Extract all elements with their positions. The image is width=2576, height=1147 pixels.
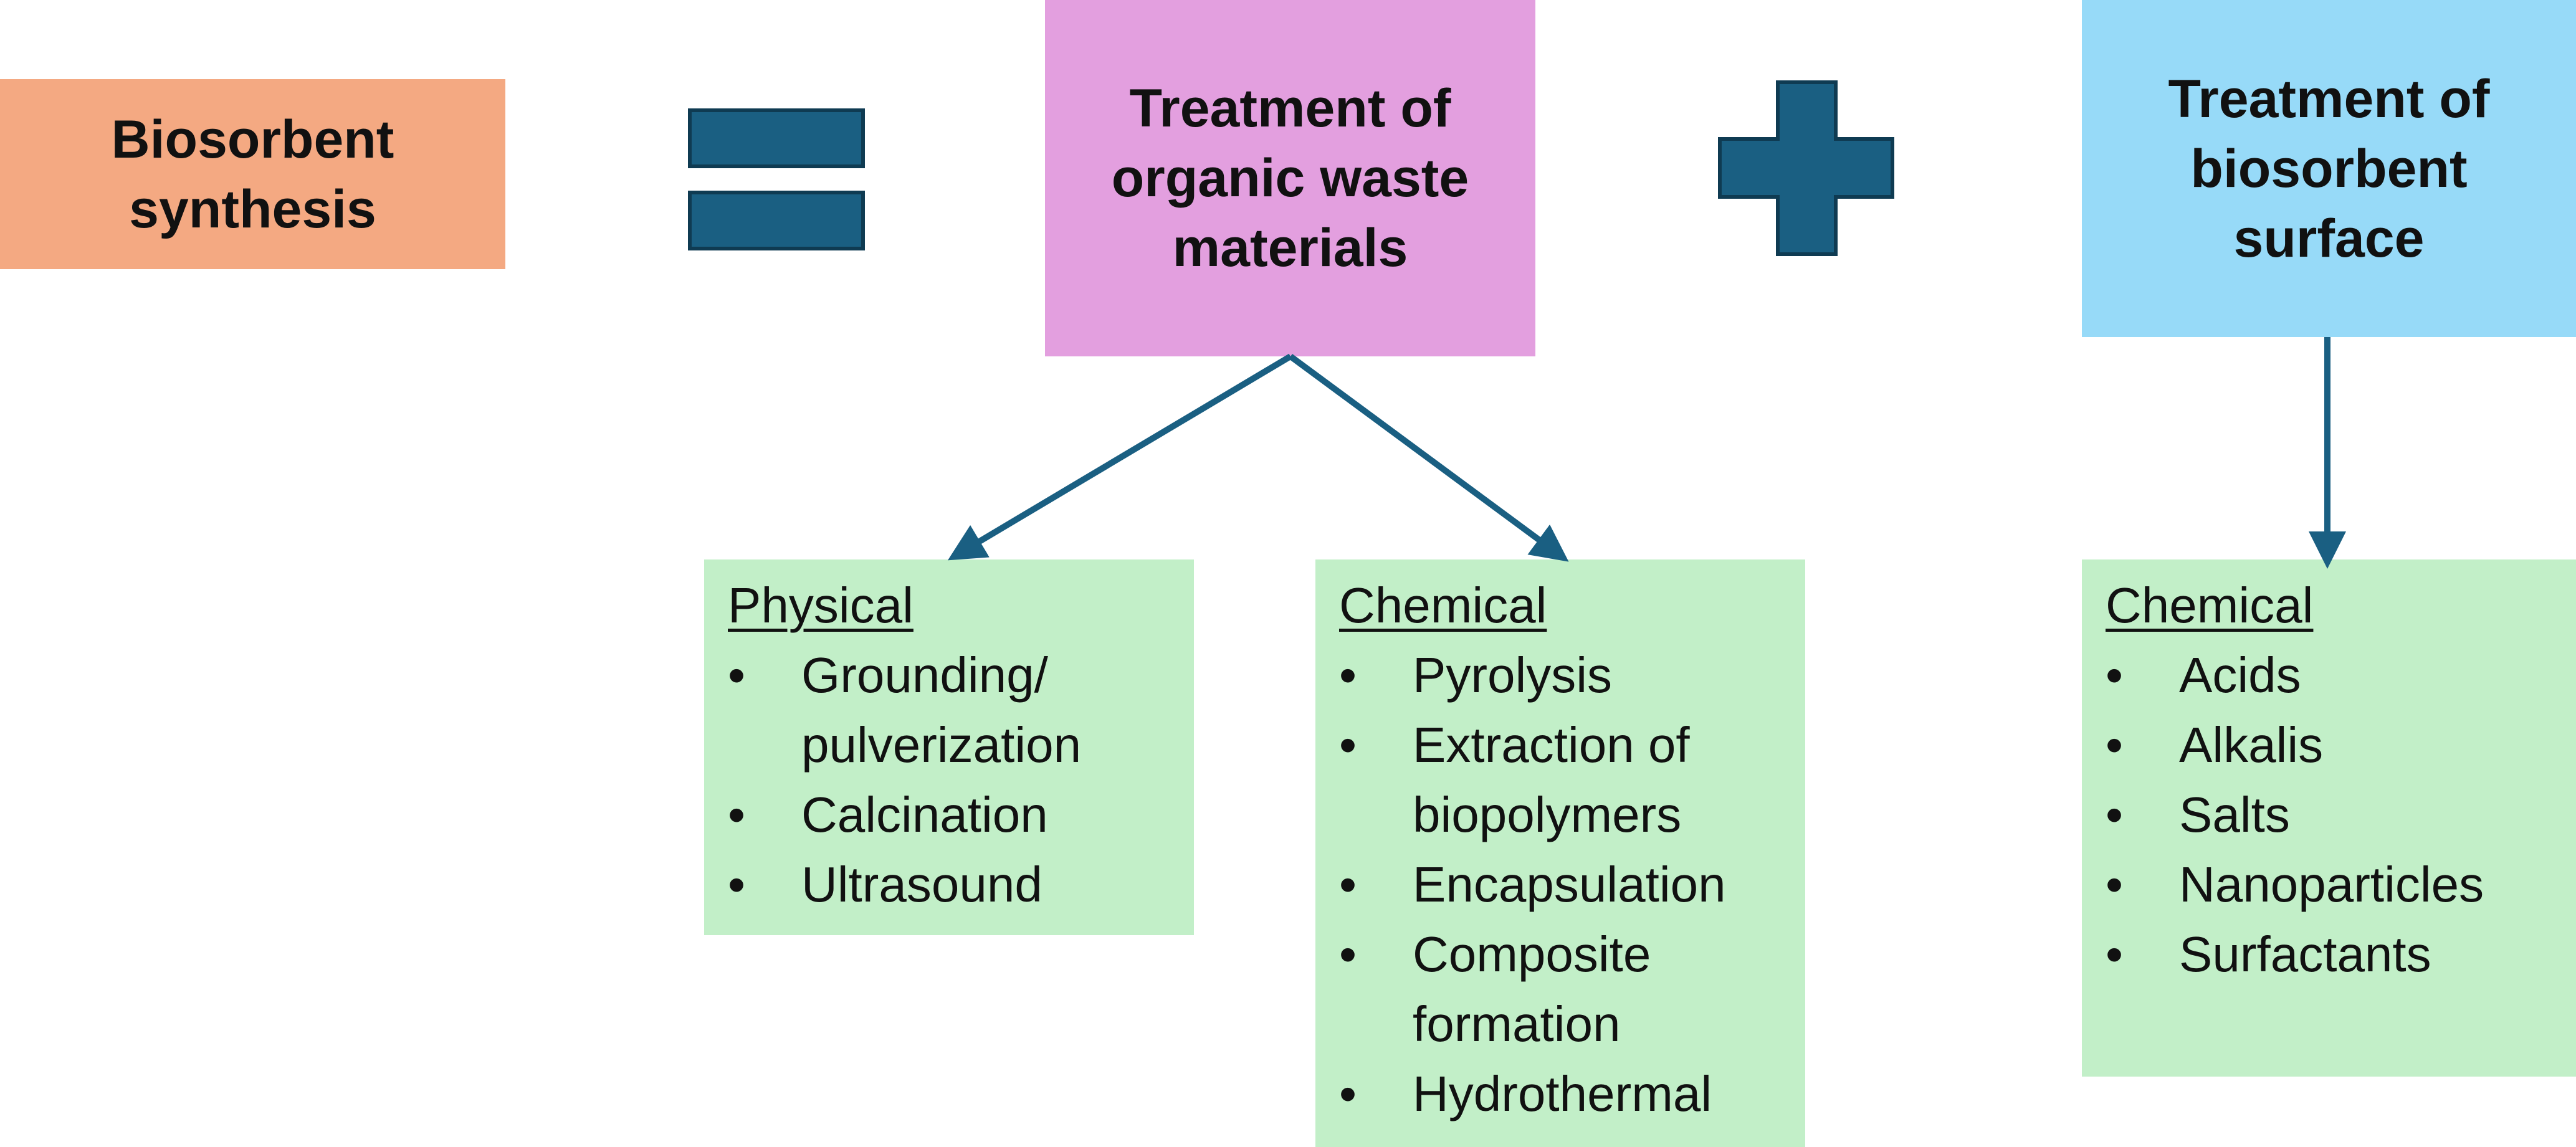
list-item: Hydrothermal [1339,1059,1805,1129]
list-item-line: Pyrolysis [1413,647,1613,703]
biosorbent-synthesis-line1: Biosorbent [111,109,394,169]
equals-icon [688,108,865,250]
list-item-line: Nanoparticles [2179,857,2484,912]
list-item: Surfactants [2106,920,2576,989]
surface-treatment-box: Treatment of biosorbent surface [2082,0,2576,337]
organic-waste-treatment-line2: organic waste [1111,148,1469,208]
list-item: Ultrasound [728,850,1194,920]
list-item: Salts [2106,780,2576,850]
physical-list: Grounding/ pulverization Calcination Ult… [728,640,1194,920]
list-item-line: pulverization [801,717,1082,773]
surface-chemical-list: Acids Alkalis Salts Nanoparticles Surfac… [2106,640,2576,989]
surface-treatment-label: Treatment of biosorbent surface [2168,64,2489,274]
physical-heading: Physical [728,578,914,633]
surface-treatment-line3: surface [2233,208,2425,269]
list-item-line: Calcination [801,787,1048,842]
list-item: Encapsulation [1339,850,1805,920]
list-item-line: Composite [1413,926,1651,982]
organic-waste-treatment-label: Treatment of organic waste materials [1112,74,1469,283]
organic-chemical-heading: Chemical [1339,578,1547,633]
list-item: Pyrolysis [1339,640,1805,710]
organic-waste-treatment-box: Treatment of organic waste materials [1045,0,1535,356]
list-item-line: Alkalis [2179,717,2324,773]
list-item: Extraction of biopolymers [1339,710,1805,850]
organic-waste-treatment-line1: Treatment of [1129,79,1451,138]
list-item: Nanoparticles [2106,850,2576,920]
organic-waste-treatment-line3: materials [1172,218,1408,278]
organic-chemical-methods-box: Chemical Pyrolysis Extraction of biopoly… [1315,559,1805,1147]
surface-chemical-methods-box: Chemical Acids Alkalis Salts Nanoparticl… [2082,559,2576,1077]
surface-treatment-line1: Treatment of [2168,69,2490,129]
list-item-line: Ultrasound [801,857,1042,912]
list-item: Grounding/ pulverization [728,640,1194,780]
biosorbent-synthesis-line2: synthesis [129,179,376,239]
surface-treatment-line2: biosorbent [2190,138,2468,199]
arrow-to-physical [947,353,1292,561]
list-item-line: Extraction of [1413,717,1690,773]
arrow-to-organic-chemical [1289,353,1569,562]
organic-chemical-list: Pyrolysis Extraction of biopolymers Enca… [1339,640,1805,1129]
list-item-line: Salts [2179,787,2290,842]
list-item-line: Acids [2179,647,2301,703]
list-item-line: biopolymers [1413,787,1682,842]
list-item-line: Hydrothermal [1413,1066,1712,1121]
list-item-line: Surfactants [2179,926,2431,982]
list-item: Alkalis [2106,710,2576,780]
biosorbent-synthesis-label: Biosorbent synthesis [112,105,394,244]
list-item-line: formation [1413,996,1621,1052]
surface-chemical-heading: Chemical [2106,578,2314,633]
list-item: Composite formation [1339,920,1805,1059]
physical-methods-box: Physical Grounding/ pulverization Calcin… [704,559,1194,935]
list-item: Acids [2106,640,2576,710]
list-item-line: Grounding/ [801,647,1048,703]
biosorbent-synthesis-box: Biosorbent synthesis [0,79,505,269]
plus-icon [1718,80,1894,256]
list-item: Calcination [728,780,1194,850]
list-item-line: Encapsulation [1413,857,1726,912]
